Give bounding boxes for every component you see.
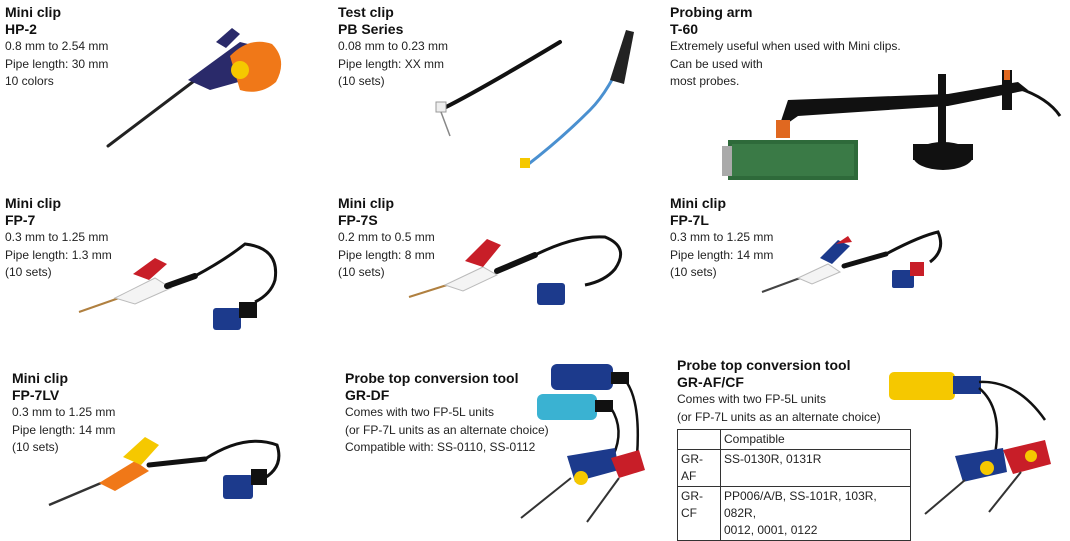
product-spec-range: 0.2 mm to 0.5 mm: [338, 230, 435, 244]
product-spec-range: 0.3 mm to 1.25 mm: [670, 230, 774, 244]
product-t60: Probing arm T-60 Extremely useful when u…: [670, 4, 901, 91]
product-spec-range: 0.3 mm to 1.25 mm: [5, 230, 109, 244]
product-spec-pipe: Pipe length: 1.3 mm: [5, 247, 112, 262]
product-model: PB Series: [338, 21, 404, 37]
product-desc-line: most probes.: [670, 74, 740, 88]
table-row: GR-AF SS-0130R, 0131R: [677, 449, 911, 487]
product-spec-qty: (10 sets): [5, 265, 52, 279]
product-desc-line: Extremely useful when used with Mini cli…: [670, 39, 901, 53]
table-row: GR-CF PP006/A/B, SS-101R, 103R, 082R, 001…: [677, 486, 911, 541]
product-model: FP-7: [5, 212, 36, 228]
product-desc-line: Comes with two FP-5L units: [677, 392, 826, 406]
product-model: FP-7L: [670, 212, 709, 228]
product-title: Mini clip: [338, 195, 394, 211]
pb-test-clip-photo: [435, 30, 634, 168]
product-model: FP-7LV: [12, 387, 60, 403]
table-cell-compatible: SS-0130R, 0131R: [720, 449, 911, 487]
fp7s-clip-photo: [408, 235, 623, 305]
product-gr-af-cf: Probe top conversion tool GR-AF/CF Comes…: [677, 357, 881, 426]
product-spec-pipe: Pipe length: 14 mm: [12, 422, 116, 437]
product-title: Test clip: [338, 4, 394, 20]
compatible-line: PP006/A/B, SS-101R, 103R, 082R,: [724, 489, 877, 520]
product-gr-df: Probe top conversion tool GR-DF Comes wi…: [345, 370, 549, 457]
product-model: T-60: [670, 21, 699, 37]
product-title: Mini clip: [5, 4, 61, 20]
table-header-cell: [677, 429, 721, 450]
product-spec-pipe: Pipe length: 14 mm: [670, 247, 774, 262]
product-desc-line: Comes with two FP-5L units: [345, 405, 494, 419]
table-header-cell: Compatible: [720, 429, 911, 450]
product-model: GR-DF: [345, 387, 390, 403]
compatible-line: 0012, 0001, 0122: [724, 523, 818, 537]
product-spec-pipe: Pipe length: 8 mm: [338, 247, 435, 262]
product-title: Probe top conversion tool: [677, 357, 851, 373]
product-fp7s: Mini clip FP-7S 0.2 mm to 0.5 mm Pipe le…: [338, 195, 435, 282]
t60-probing-arm-photo: [722, 70, 1062, 180]
product-desc-line: (or FP-7L units as an alternate choice): [345, 422, 549, 437]
product-fp7l: Mini clip FP-7L 0.3 mm to 1.25 mm Pipe l…: [670, 195, 773, 282]
product-spec-qty: (10 sets): [338, 265, 385, 279]
product-pb-series: Test clip PB Series 0.08 mm to 0.23 mm P…: [338, 4, 448, 91]
product-model: FP-7S: [338, 212, 378, 228]
product-fp7: Mini clip FP-7 0.3 mm to 1.25 mm Pipe le…: [5, 195, 112, 282]
product-spec-qty: (10 sets): [12, 440, 59, 454]
gr-df-tool-photo: [520, 364, 645, 523]
product-title: Mini clip: [670, 195, 726, 211]
product-title: Mini clip: [5, 195, 61, 211]
product-title: Probe top conversion tool: [345, 370, 519, 386]
product-spec-range: 0.08 mm to 0.23 mm: [338, 39, 449, 53]
table-cell-compatible: PP006/A/B, SS-101R, 103R, 082R, 0012, 000…: [720, 486, 911, 541]
compatibility-table: Compatible GR-AF SS-0130R, 0131R GR-CF P…: [677, 429, 911, 541]
product-fp7lv: Mini clip FP-7LV 0.3 mm to 1.25 mm Pipe …: [12, 370, 115, 457]
product-desc-line: Can be used with: [670, 56, 763, 71]
product-desc-line: Compatible with: SS-0110, SS-0112: [345, 440, 536, 454]
product-spec-qty: (10 sets): [670, 265, 717, 279]
product-title: Probing arm: [670, 4, 753, 20]
table-header-row: Compatible: [677, 429, 911, 450]
table-cell-model: GR-AF: [677, 449, 721, 487]
product-spec-pipe: Pipe length: XX mm: [338, 56, 445, 71]
product-spec-range: 0.3 mm to 1.25 mm: [12, 405, 116, 419]
product-model: HP-2: [5, 21, 37, 37]
fp7l-clip-photo: [761, 230, 943, 293]
product-spec-qty: (10 sets): [338, 74, 385, 88]
fp7lv-clip-photo: [48, 437, 281, 507]
product-spec-pipe: Pipe length: 30 mm: [5, 56, 109, 71]
product-title: Mini clip: [12, 370, 68, 386]
table-cell-model: GR-CF: [677, 486, 721, 541]
product-model: GR-AF/CF: [677, 374, 744, 390]
hp2-clip-photo: [106, 28, 282, 148]
product-spec-range: 0.8 mm to 2.54 mm: [5, 39, 109, 53]
gr-af-cf-tool-photo: [889, 372, 1051, 515]
fp7-clip-photo: [78, 242, 278, 330]
product-spec-qty: 10 colors: [5, 74, 54, 88]
product-desc-line: (or FP-7L units as an alternate choice): [677, 409, 881, 424]
product-hp2: Mini clip HP-2 0.8 mm to 2.54 mm Pipe le…: [5, 4, 108, 91]
